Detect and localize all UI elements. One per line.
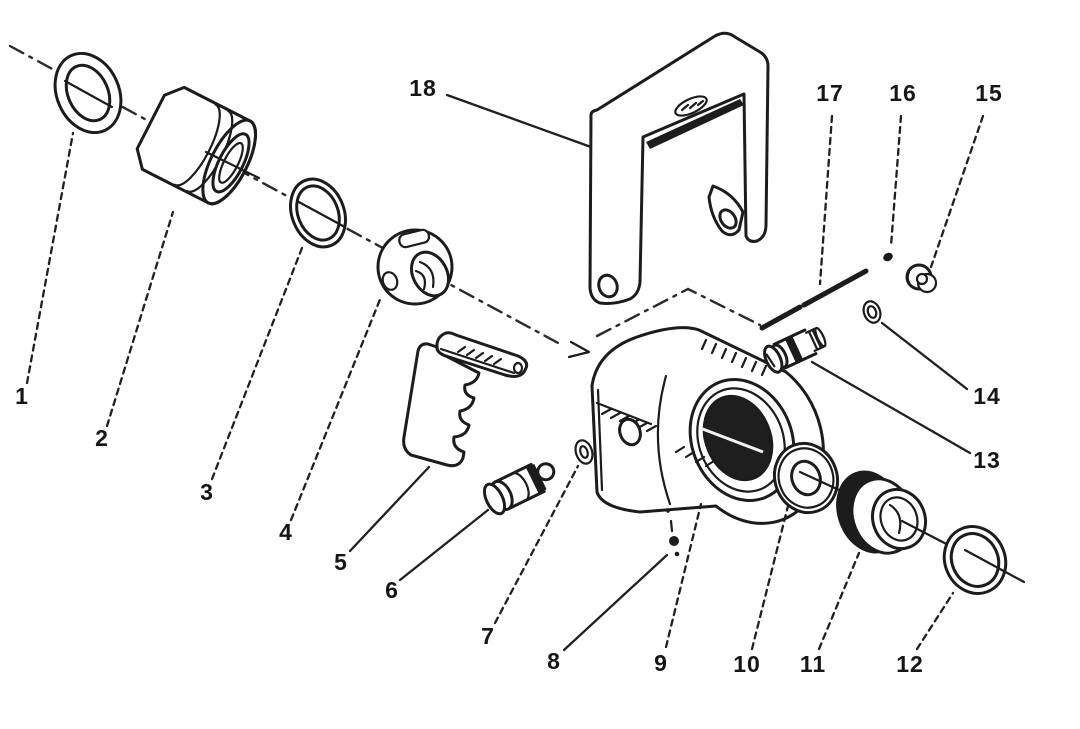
callout-16-label: 16 [889,80,917,106]
callout-9-leader [664,502,703,649]
part-15-nut [905,263,938,294]
part-2-bushing [135,85,261,206]
callout-8-label: 8 [547,648,561,674]
callout-18-leader [445,93,593,149]
callout-7-leader [493,464,580,625]
callout-5-label: 5 [334,549,348,575]
axis-arrowhead [567,340,591,359]
part-5-grip [402,331,529,468]
handle-inner-shadow-band [646,99,744,149]
ball-side-hole [381,271,399,291]
part-4-ball [376,228,454,306]
body-bore [702,394,774,482]
callout-15-label: 15 [975,80,1003,106]
part-18-bail-handle [588,31,770,305]
callout-12-label: 12 [896,651,924,677]
callout-6-label: 6 [385,577,399,603]
callout-13-leader [810,360,972,455]
callout-14-leader [880,321,969,391]
callout-15-leader [929,114,985,269]
callout-4-label: 4 [279,519,293,545]
part-12-o-ring [942,525,1026,595]
callout-17-label: 17 [816,80,844,106]
callout-11-leader [817,551,861,651]
callout-2-leader [105,210,175,428]
ball-top-slot [398,228,431,249]
callout-13-label: 13 [973,447,1001,473]
callout-8-leader [562,553,669,652]
callout-5-leader [348,465,431,553]
lever-hole [512,361,524,375]
callout-3-leader [210,246,304,481]
callout-4-leader [289,295,383,522]
part-16-ball [883,252,893,262]
part-3-o-ring [289,177,347,249]
part-14-small-o-ring [862,300,882,324]
part-7-small-o-ring [574,439,594,465]
callout-12-leader [915,591,955,651]
part-13-valve-screw [763,326,827,374]
callout-10-label: 10 [733,651,761,677]
handle-hook-hole [718,208,738,230]
callout-10-leader [750,504,790,651]
callout-17-leader [818,114,834,286]
grip-body [402,342,481,468]
callout-9-label: 9 [654,650,668,676]
part-10-seal-washer [773,441,852,515]
callout-11-label: 11 [800,651,826,677]
part-17-pin [759,268,869,331]
callout-6-leader [398,508,490,582]
body-pin-hole [618,417,642,447]
callout-1-label: 1 [15,383,29,409]
part-9-main-body [590,326,825,525]
callout-2-label: 2 [95,425,109,451]
handle-stamp-mark [674,95,708,117]
callout-18-label: 18 [409,75,437,101]
part-1-washer [53,51,123,135]
part-11-piston-cap [836,470,960,555]
callout-16-leader [889,114,903,248]
callout-3-label: 3 [200,479,214,505]
handle-leg-hole [597,273,619,299]
callout-7-label: 7 [481,623,495,649]
callout-1-leader [25,131,75,385]
part-6-valve-stem [482,462,556,516]
callout-14-label: 14 [973,383,1001,409]
